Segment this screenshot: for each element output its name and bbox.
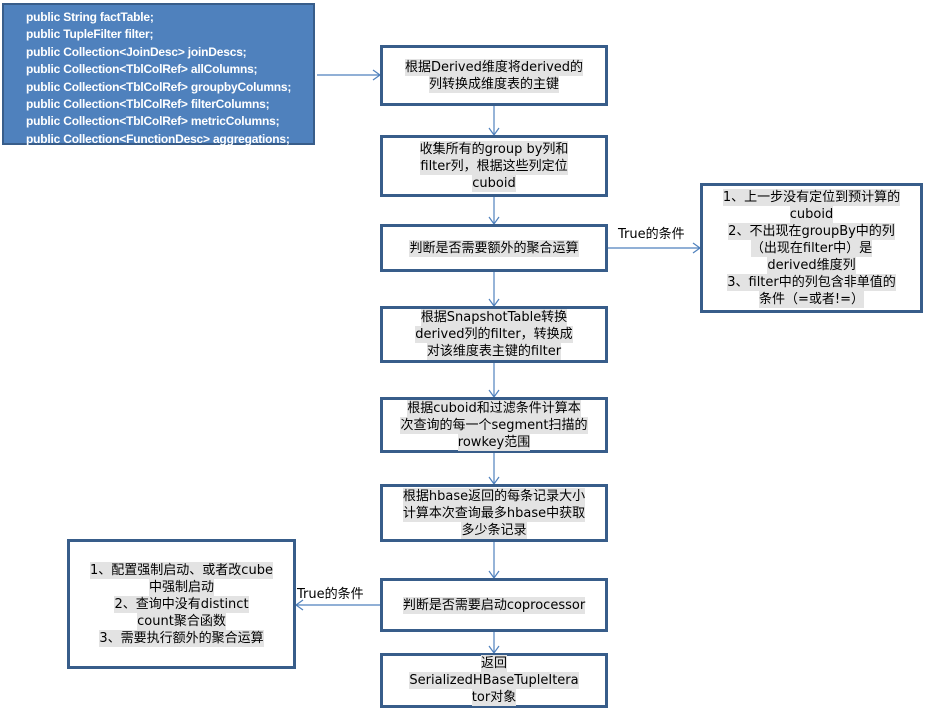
step-text: tor对象 xyxy=(471,689,517,706)
true-condition-label-coprocessor: True的条件 xyxy=(297,587,364,602)
step-text: cuboid xyxy=(472,174,516,192)
step-text: 返回 xyxy=(480,655,507,672)
step-text: 计算本次查询最多hbase中获取 xyxy=(402,504,586,522)
code-line: public Collection<JoinDesc> joinDescs; xyxy=(26,44,247,59)
step-text: 多少条记录 xyxy=(461,521,527,539)
condition-text: derived维度列 xyxy=(767,256,856,274)
code-line: public String factTable; xyxy=(26,10,154,24)
condition-text: 1、配置强制启动、或者改cube xyxy=(90,561,273,579)
step-text: filter列，根据这些列定位 xyxy=(420,157,568,175)
aggregation-conditions-box: 1、上一步没有定位到预计算的 cuboid 2、不出现在groupBy中的列 （… xyxy=(700,183,923,313)
condition-text: 1、上一步没有定位到预计算的 xyxy=(722,188,901,206)
code-line: public Collection<TblColRef> metricColum… xyxy=(26,114,280,129)
step-derived-to-primary-key: 根据Derived维度将derived的 列转换成维度表的主键 xyxy=(380,45,608,106)
condition-text: 条件（=或者!=） xyxy=(759,290,864,308)
condition-text: 3、需要执行额外的聚合运算 xyxy=(99,629,264,647)
step-text: 对该维度表主键的filter xyxy=(426,343,562,360)
step-text: 次查询的每一个segment扫描的 xyxy=(400,416,588,434)
condition-text: count聚合函数 xyxy=(137,612,226,630)
step-text: 收集所有的group by列和 xyxy=(419,140,569,158)
query-context-fields-box: public String factTable; public TupleFil… xyxy=(2,3,315,146)
code-line: public Collection<TblColRef> groupbyColu… xyxy=(26,79,292,94)
condition-text: cuboid xyxy=(789,205,834,223)
step-text: SerializedHBaseTupleItera xyxy=(409,672,579,689)
coprocessor-conditions-box: 1、配置强制启动、或者改cube 中强制启动 2、查询中没有distinct c… xyxy=(67,539,296,669)
step-text: 根据cuboid和过滤条件计算本 xyxy=(407,399,581,417)
step-need-extra-aggregation: 判断是否需要额外的聚合运算 xyxy=(380,224,608,272)
step-locate-cuboid: 收集所有的group by列和 filter列，根据这些列定位 cuboid xyxy=(380,135,608,197)
condition-text: （出现在filter中）是 xyxy=(750,239,873,257)
step-text: 判断是否需要启动coprocessor xyxy=(402,596,586,614)
step-text: 列转换成维度表的主键 xyxy=(428,75,559,93)
condition-text: 2、不出现在groupBy中的列 xyxy=(728,222,895,240)
step-text: derived列的filter，转换成 xyxy=(415,326,573,343)
step-text: rowkey范围 xyxy=(457,433,531,451)
condition-text: 2、查询中没有distinct xyxy=(114,595,249,613)
step-text: 判断是否需要额外的聚合运算 xyxy=(409,239,579,257)
true-condition-label-aggregation: True的条件 xyxy=(618,227,685,242)
step-snapshot-filter: 根据SnapshotTable转换 derived列的filter，转换成 对该… xyxy=(380,306,608,363)
code-line: public Collection<TblColRef> filterColum… xyxy=(26,97,270,112)
condition-text: 3、filter中的列包含非单值的 xyxy=(727,273,896,291)
code-line: public TupleFilter filter; xyxy=(26,27,154,42)
condition-text: 中强制启动 xyxy=(148,578,214,596)
step-text: 根据SnapshotTable转换 xyxy=(420,309,568,326)
step-need-coprocessor: 判断是否需要启动coprocessor xyxy=(380,578,608,632)
step-return-iterator: 返回 SerializedHBaseTupleItera tor对象 xyxy=(380,653,608,708)
code-line: public Collection<TblColRef> allColumns; xyxy=(26,62,258,77)
step-text: 根据hbase返回的每条记录大小 xyxy=(402,487,586,505)
arrowhead xyxy=(294,599,304,611)
step-rowkey-range: 根据cuboid和过滤条件计算本 次查询的每一个segment扫描的 rowke… xyxy=(380,397,608,453)
code-line: public Collection<FunctionDesc> aggregat… xyxy=(26,131,290,146)
step-text: 根据Derived维度将derived的 xyxy=(404,58,584,76)
step-hbase-record-limit: 根据hbase返回的每条记录大小 计算本次查询最多hbase中获取 多少条记录 xyxy=(380,484,608,542)
